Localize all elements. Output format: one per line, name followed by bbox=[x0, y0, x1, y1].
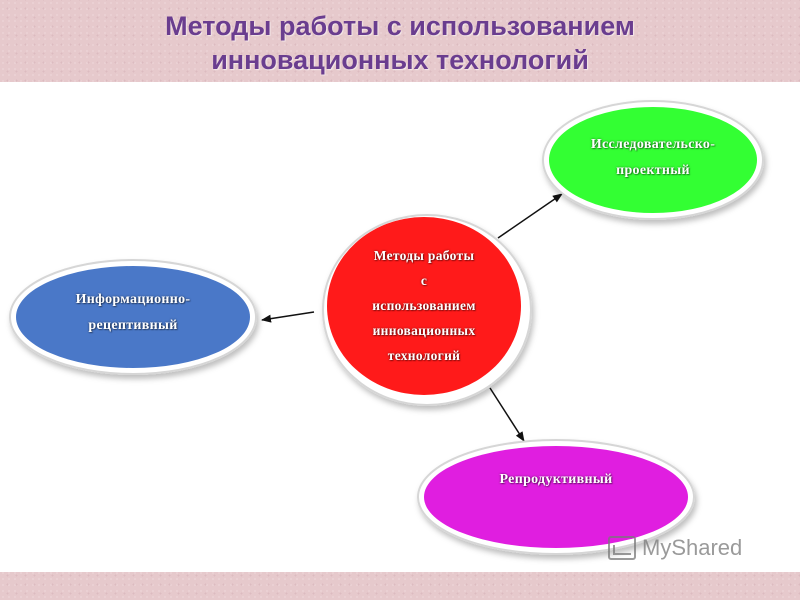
watermark-text: MyShared bbox=[642, 535, 743, 560]
node-repro-fill bbox=[424, 446, 688, 548]
node-info-line-2: рецептивный bbox=[88, 318, 178, 333]
slide-title-line-1: Методы работы с использованием bbox=[165, 11, 635, 41]
node-repro-line-1: Репродуктивный bbox=[499, 472, 613, 487]
node-center-label: Методы работы с использованием инновацио… bbox=[334, 240, 514, 370]
node-center-line-2: с bbox=[420, 272, 428, 288]
node-center-line-3: использованием bbox=[372, 297, 476, 313]
node-center-line-1: Методы работы bbox=[373, 247, 475, 263]
diagram-canvas: Исследовательско- проектный Информационн… bbox=[0, 82, 800, 572]
node-research-fill bbox=[549, 107, 757, 213]
node-info-label: Информационно- рецептивный bbox=[23, 275, 243, 351]
node-info-line-1: Информационно- bbox=[75, 292, 191, 307]
slide-title: Методы работы с использованием инновацио… bbox=[0, 6, 800, 80]
node-research-line-1: Исследовательско- bbox=[590, 137, 716, 152]
node-research-line-2: проектный bbox=[616, 163, 690, 178]
slide-title-line-2: инновационных технологий bbox=[211, 45, 589, 75]
arrow-to-research bbox=[497, 193, 563, 239]
presentation-icon bbox=[608, 536, 636, 560]
node-research-label: Исследовательско- проектный bbox=[553, 120, 753, 196]
node-repro-label: Репродуктивный bbox=[436, 465, 676, 495]
diagram-svg bbox=[9, 100, 764, 555]
node-center-line-5: технологий bbox=[387, 347, 461, 363]
arrow-to-info bbox=[261, 311, 315, 323]
watermark: MyShared bbox=[608, 535, 742, 561]
node-info-fill bbox=[16, 266, 250, 368]
arrow-to-repro bbox=[489, 387, 525, 442]
node-center-line-4: инновационных bbox=[372, 322, 476, 338]
node-center-fill bbox=[327, 217, 521, 395]
